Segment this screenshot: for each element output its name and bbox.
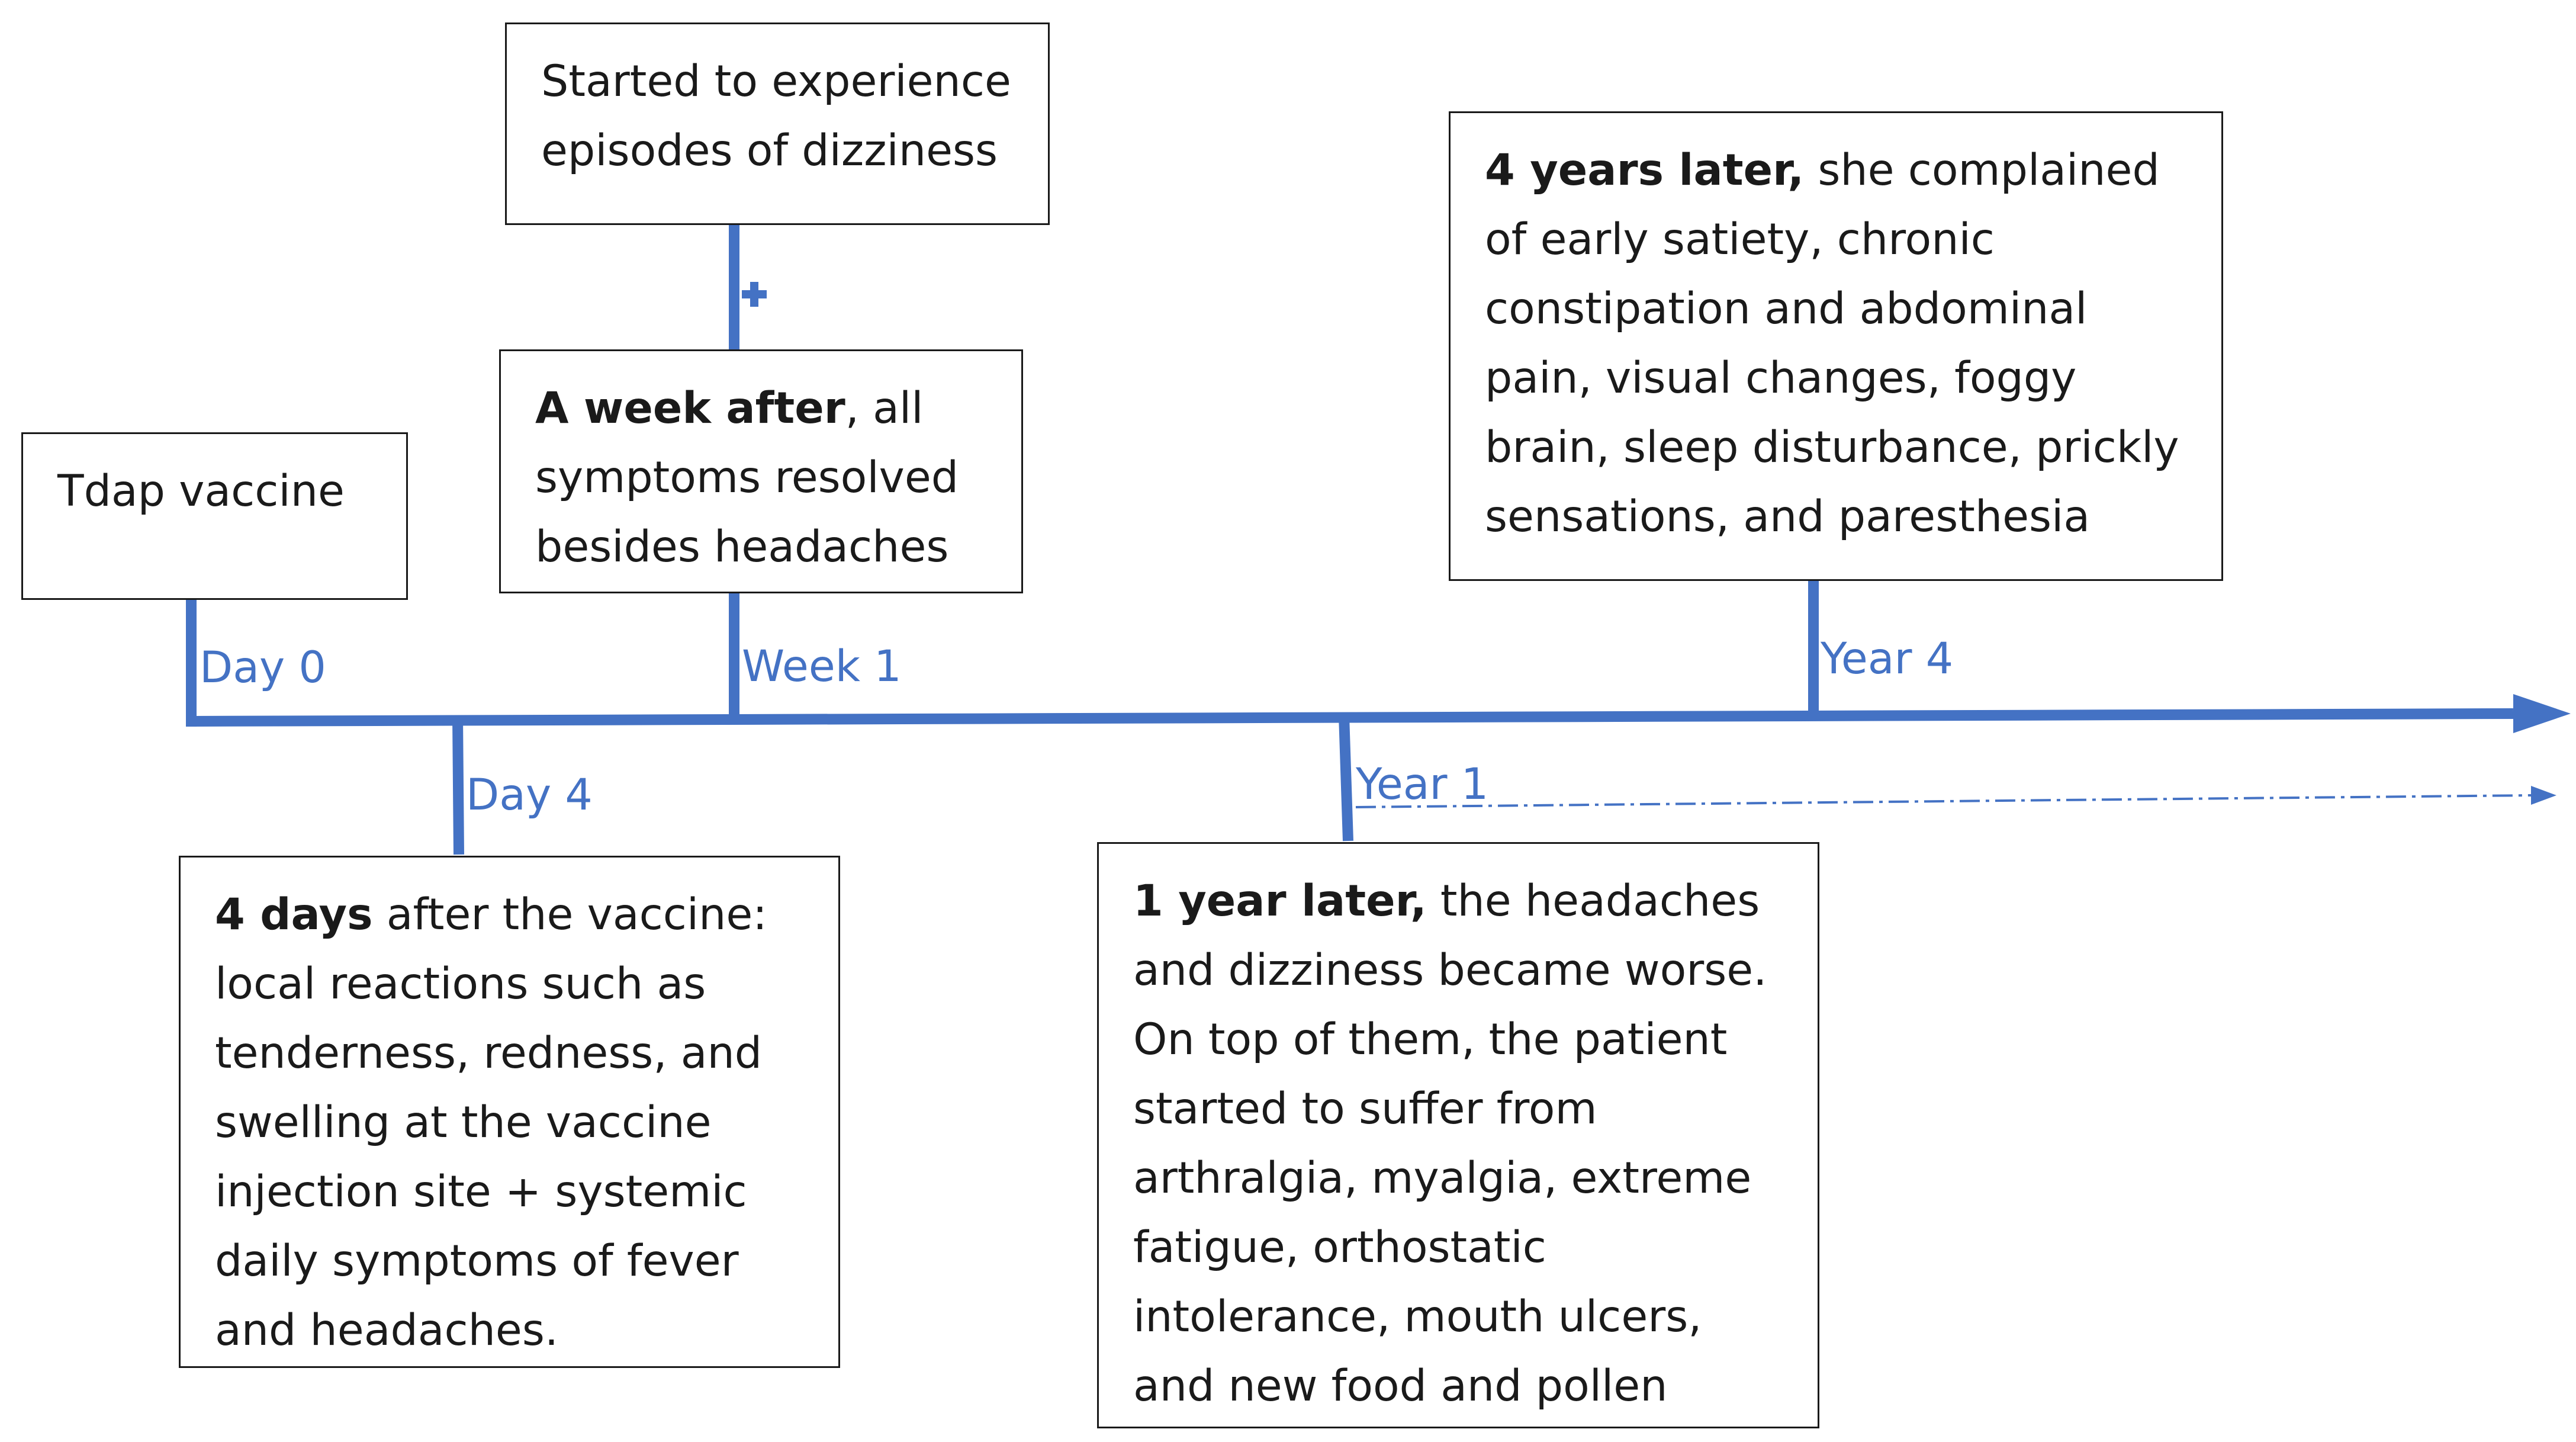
event-box-dizziness: Started to experience episodes of dizzin…: [505, 23, 1050, 225]
event-box-day4: 4 days after the vaccine: local reaction…: [179, 856, 840, 1368]
event-text-year1: the headaches and dizziness became worse…: [1133, 876, 1767, 1411]
event-box-week: A week after, all symptoms resolved besi…: [499, 349, 1023, 593]
event-text-year4: she complained of early satiety, chronic…: [1485, 145, 2179, 542]
label-day4: Day 4: [466, 770, 593, 820]
event-bold-day4: 4 days: [215, 889, 373, 940]
plus-marker-icon: [742, 282, 767, 307]
main-axis-arrowhead: [2513, 694, 2571, 733]
event-text-dizziness: Started to experience episodes of dizzin…: [541, 56, 1011, 176]
tick-day4: [452, 716, 464, 855]
dashed-arrowhead: [2531, 786, 2556, 805]
label-day0: Day 0: [200, 643, 326, 693]
event-bold-year1: 1 year later,: [1133, 876, 1427, 926]
event-text-week: , all symptoms resolved besides headache…: [535, 383, 959, 572]
label-year1: Year 1: [1356, 759, 1489, 810]
dashed-continuation: [1355, 794, 2532, 808]
event-box-year1: 1 year later, the headaches and dizzines…: [1097, 842, 1819, 1428]
event-box-year4: 4 years later, she complained of early s…: [1449, 111, 2223, 581]
event-box-tdap: Tdap vaccine: [21, 432, 408, 600]
label-year4: Year 4: [1821, 634, 1954, 684]
main-axis: [191, 708, 2514, 727]
label-week1: Week 1: [742, 641, 902, 692]
event-text-day4: after the vaccine: local reactions such …: [215, 889, 767, 1356]
event-bold-week: A week after: [535, 383, 845, 433]
event-bold-year4: 4 years later,: [1485, 145, 1805, 195]
tick-year1: [1339, 715, 1353, 842]
event-text-tdap: Tdap vaccine: [57, 466, 345, 516]
